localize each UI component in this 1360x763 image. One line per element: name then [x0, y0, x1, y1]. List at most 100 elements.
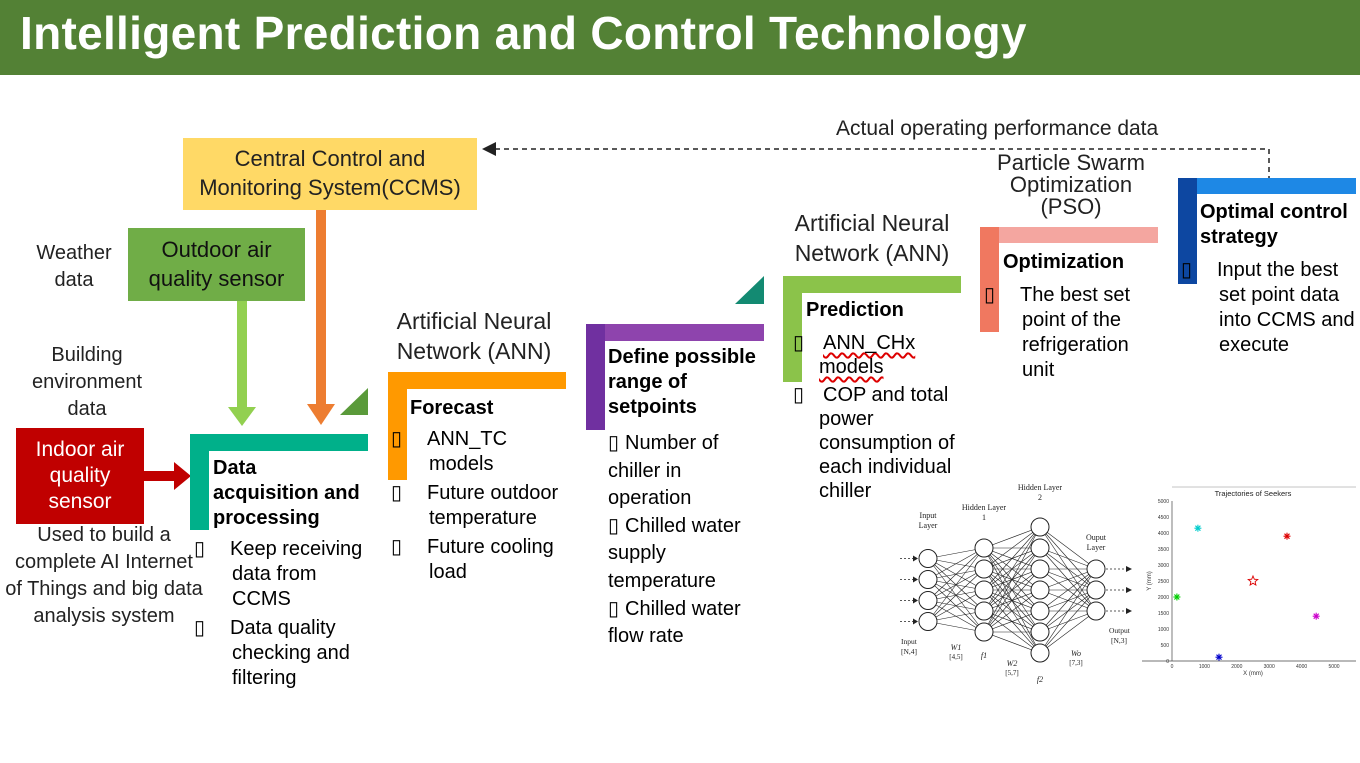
bullet-glyph: ▯ — [984, 284, 996, 306]
indoor-sensor-box: Indoor air quality sensor — [16, 428, 144, 524]
nn-node — [1086, 580, 1106, 600]
step-forecast: Forecast ▯ANN_TC models ▯Future outdoor … — [391, 396, 570, 585]
y-tick-label: 1500 — [1158, 611, 1169, 617]
bullet-item: ▯Input the best set point data into CCMS… — [1181, 259, 1355, 356]
nn-node — [918, 612, 938, 631]
y-tick-label: 1000 — [1158, 627, 1169, 633]
outdoor-sensor-box: Outdoor air quality sensor — [128, 228, 305, 301]
step6-bar-top — [1178, 178, 1356, 194]
y-tick-label: 2000 — [1158, 595, 1169, 601]
step5-bar-left — [980, 227, 999, 332]
x-tick-label: 1000 — [1199, 664, 1210, 670]
ccms-arrow-shaft — [316, 210, 326, 406]
nn-node — [918, 570, 938, 589]
building-data-label: Building environment data — [31, 344, 143, 420]
step-title: Data acquisition and processing — [213, 457, 360, 529]
bullet-list: ▯Input the best set point data into CCMS… — [1181, 258, 1355, 358]
step-title: Optimal control strategy — [1200, 201, 1348, 248]
bullet-item: ▯ANN_TC models — [391, 428, 508, 475]
data-point — [1312, 612, 1320, 620]
outdoor-arrow-head — [228, 407, 256, 426]
nn-edge — [983, 526, 1041, 549]
nn-edge — [983, 526, 1041, 612]
step3-corner — [735, 276, 764, 304]
weather-data-label: Weather data — [36, 242, 112, 291]
nn-layer-title: Layer — [1087, 543, 1106, 552]
bullet-glyph: ▯ — [793, 332, 805, 354]
feedback-label: Actual operating performance data — [836, 117, 1159, 140]
step2-bar-left — [388, 372, 407, 480]
nn-node — [1030, 622, 1050, 642]
nn-node — [1030, 559, 1050, 579]
nn-node — [974, 580, 994, 600]
nn-activation-label: f1 — [981, 651, 987, 660]
bullet-item: ▯Future outdoor temperature — [391, 482, 559, 529]
bullet-item: ▯Data quality checking and filtering — [194, 617, 350, 689]
nn-node — [974, 622, 994, 642]
data-point — [1194, 524, 1202, 532]
nn-input-caption: [N,4] — [901, 647, 917, 656]
step1-corner — [340, 388, 368, 415]
data-point-stroke — [1216, 654, 1222, 660]
nn-node — [918, 591, 938, 610]
nn-edge — [1039, 547, 1097, 570]
step4-bar-left — [783, 276, 802, 382]
indoor-arrow-shaft — [144, 471, 176, 481]
step-optimization: Optimization ▯The best set point of the … — [984, 250, 1153, 383]
nn-edge — [983, 610, 1041, 633]
data-point-stroke — [1313, 613, 1320, 620]
bullet-item: ▯Number of chiller in operation — [608, 432, 719, 510]
step1-bar-top — [190, 434, 368, 451]
bullet-glyph: ▯ — [391, 536, 403, 558]
nn-edge — [983, 589, 1041, 633]
y-tick-label: 5000 — [1158, 499, 1169, 505]
nn-weight-shape: [4,5] — [949, 653, 962, 661]
step-title: Define possible range of setpoints — [608, 346, 756, 418]
nn-node — [974, 601, 994, 621]
bullet-glyph: ▯ — [194, 617, 206, 639]
step-title: Forecast — [410, 397, 494, 419]
step6-bar-left — [1178, 178, 1197, 284]
step2-bar-top — [388, 372, 566, 389]
nn-edge — [983, 547, 1041, 633]
step5-bar-top — [980, 227, 1158, 243]
bullet-item: ▯COP and total power consumption of each… — [793, 384, 955, 502]
nn-edge — [983, 526, 1041, 633]
ann-heading-prediction: Artificial Neural Network (ANN) — [794, 210, 950, 266]
bullet-item: ▯Future cooling load — [391, 536, 554, 583]
bullet-list: ▯ANN_CHx models ▯COP and total power con… — [793, 331, 956, 503]
nn-edge — [927, 568, 985, 622]
x-tick-label: 4000 — [1296, 664, 1307, 670]
nn-weight-shape: [7,3] — [1069, 659, 1082, 667]
title-bar — [0, 0, 1360, 75]
nn-layer-title: Hidden Layer — [1018, 483, 1063, 492]
nn-edge — [1039, 568, 1097, 654]
pso-heading: Particle Swarm Optimization (PSO) — [997, 150, 1145, 219]
bullet-glyph: ▯ — [194, 538, 206, 560]
step3-bar-left — [586, 324, 605, 430]
nn-edge — [983, 631, 1041, 654]
nn-node — [1086, 601, 1106, 621]
nn-node — [1030, 538, 1050, 558]
step3-bar-top — [586, 324, 764, 341]
outdoor-arrow-shaft — [237, 301, 247, 409]
nn-node — [1030, 517, 1050, 537]
nn-layer-title: Layer — [919, 521, 938, 530]
page-title: Intelligent Prediction and Control Techn… — [20, 7, 1027, 59]
nn-layer-title: Input — [920, 511, 938, 520]
nn-layer-title: 2 — [1038, 493, 1042, 502]
data-point — [1173, 593, 1181, 601]
step-define-setpoints: Define possible range of setpoints ▯Numb… — [608, 345, 768, 651]
nn-edge — [983, 526, 1041, 591]
nn-node — [974, 538, 994, 558]
nn-output-arrowhead — [1126, 566, 1132, 572]
bullet-glyph: ▯ — [608, 432, 620, 454]
nn-layer-title: 1 — [982, 513, 986, 522]
nn-input-caption: Input — [901, 637, 918, 646]
nn-edge — [1039, 526, 1097, 570]
bullet-glyph: ▯ — [391, 482, 403, 504]
bullet-glyph: ▯ — [793, 384, 805, 406]
nn-edge — [1039, 568, 1097, 633]
